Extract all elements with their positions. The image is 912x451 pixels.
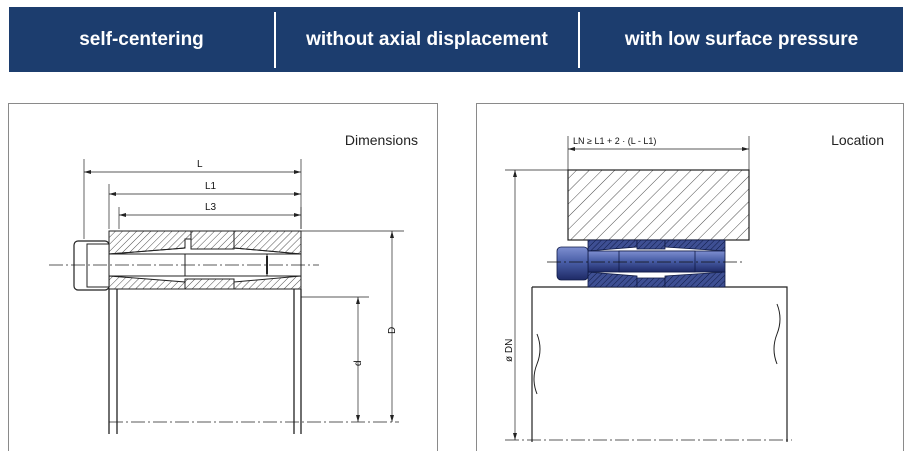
- label-L3: L3: [205, 202, 217, 213]
- formula-LN: LN ≥ L1 + 2 · (L - L1): [573, 136, 656, 146]
- feature-banner: self-centering without axial displacemen…: [9, 7, 903, 72]
- dimensions-title: Dimensions: [344, 132, 418, 148]
- locking-assembly: [73, 230, 302, 291]
- feature-low-surface-pressure: with low surface pressure: [624, 28, 859, 50]
- label-d: d: [353, 360, 364, 366]
- break-line: [533, 333, 541, 395]
- shaft-outline: [532, 286, 788, 442]
- break-line: [773, 303, 781, 365]
- dimensions-drawing: L L1 L3: [49, 159, 404, 434]
- location-title: Location: [831, 132, 884, 148]
- label-DN: ø DN: [504, 339, 515, 362]
- location-drawing: LN ≥ L1 + 2 · (L - L1) ø DN: [504, 136, 792, 442]
- label-L1: L1: [205, 181, 217, 192]
- feature-self-centering: self-centering: [79, 28, 204, 50]
- location-panel: Location LN ≥ L1 + 2 · (L - L1): [476, 103, 904, 451]
- hub: [567, 169, 750, 241]
- locking-assembly-installed: [556, 239, 726, 288]
- label-L: L: [197, 159, 203, 170]
- bolt-head: [556, 246, 589, 281]
- feature-no-axial-displacement: without axial displacement: [306, 28, 548, 50]
- label-D: D: [387, 327, 398, 334]
- banner-divider: [274, 11, 276, 68]
- banner-divider: [578, 11, 580, 68]
- dimensions-panel: Dimensions L L1 L3: [8, 103, 438, 451]
